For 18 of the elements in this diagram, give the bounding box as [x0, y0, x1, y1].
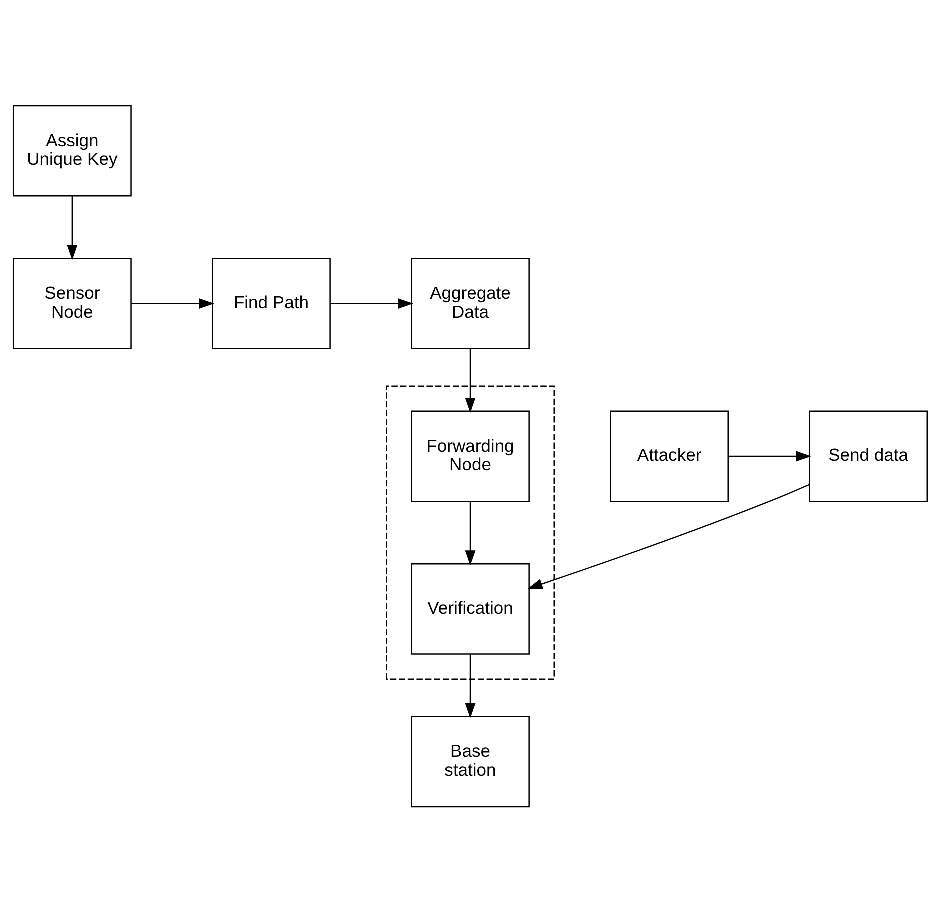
arrow — [528, 484, 810, 590]
node-box: Verification — [411, 564, 530, 655]
node-box: Forwarding Node — [411, 410, 530, 502]
arrow — [465, 502, 476, 566]
node-box: Base station — [411, 716, 530, 808]
arrow — [132, 298, 214, 310]
arrow — [728, 451, 812, 462]
arrow — [67, 196, 78, 260]
node-box: Attacker — [610, 410, 729, 502]
node-box: Send data — [809, 410, 928, 502]
node-box: Sensor Node — [12, 258, 132, 350]
node-box: Aggregate Data — [411, 258, 530, 350]
arrow — [330, 298, 414, 310]
node-box: Assign Unique Key — [12, 105, 132, 197]
arrow — [465, 348, 476, 413]
node-box: Find Path — [212, 258, 331, 350]
cluster — [386, 386, 555, 680]
arrow — [465, 654, 476, 718]
